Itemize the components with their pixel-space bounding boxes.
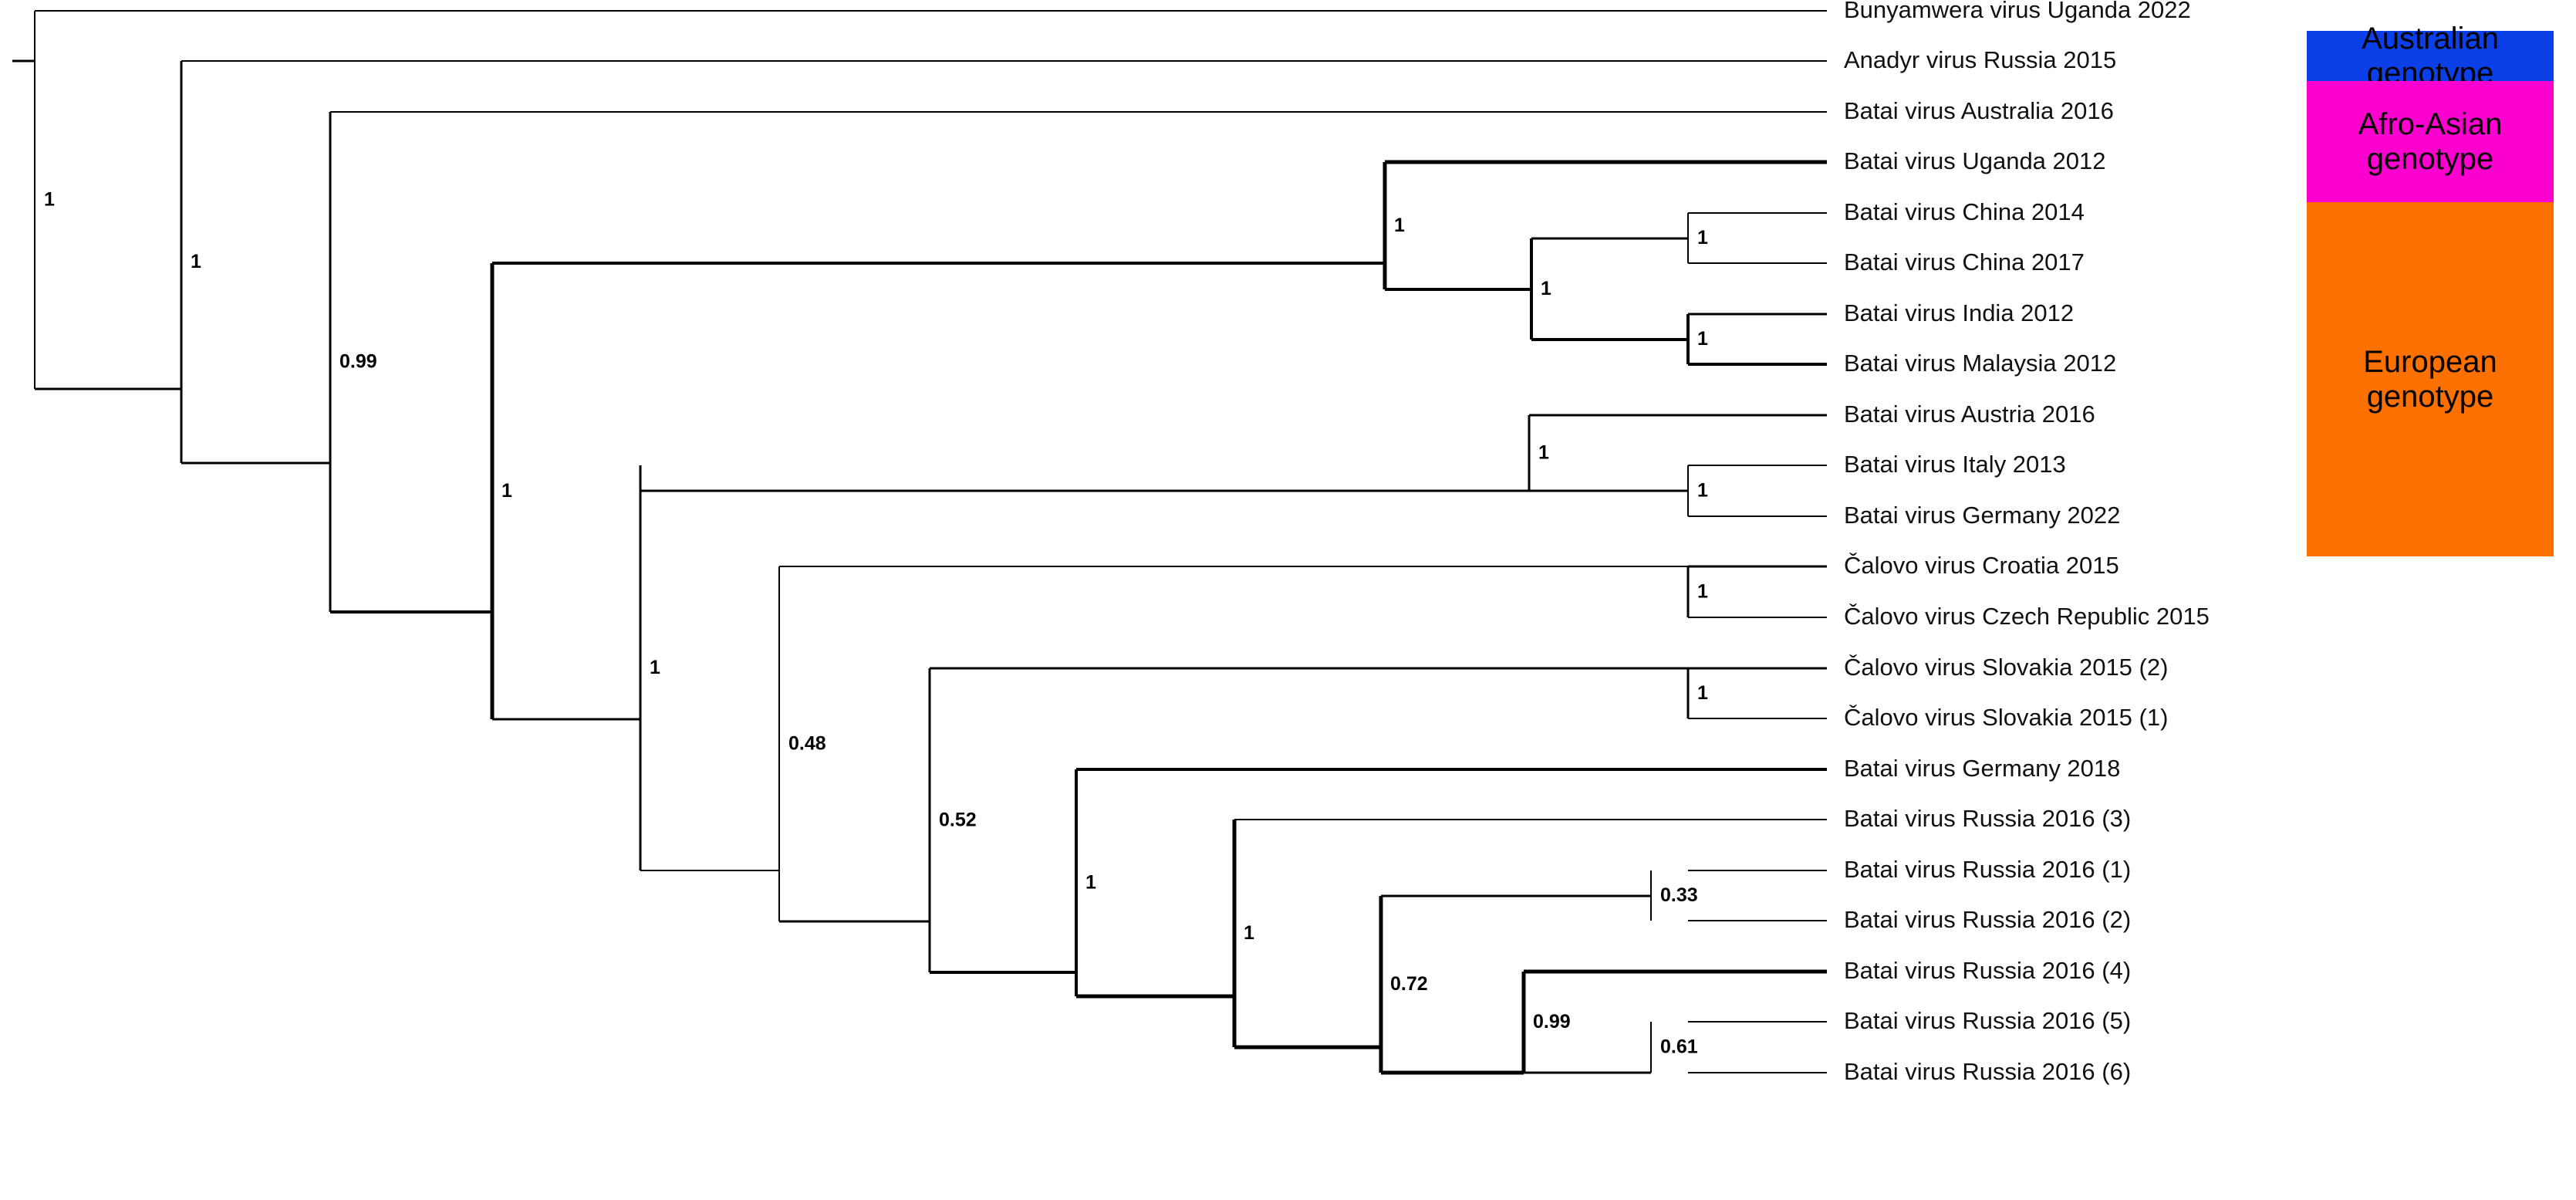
tip-label-t2: Batai virus Australia 2016: [1844, 97, 2114, 124]
tip-label-t9: Batai virus Italy 2013: [1844, 451, 2066, 478]
tip-label-t1: Anadyr virus Russia 2015: [1844, 46, 2116, 73]
tip-label-t21: Batai virus Russia 2016 (6): [1844, 1058, 2131, 1085]
tip-label-t17: Batai virus Russia 2016 (1): [1844, 856, 2131, 883]
tip-label-t8: Batai virus Austria 2016: [1844, 401, 2095, 428]
tip-label-t6: Batai virus India 2012: [1844, 299, 2074, 326]
support-value-n-0.33: 0.33: [1660, 884, 1698, 906]
support-value-n-euro-top: 1: [650, 657, 660, 678]
support-value-n-china-ind: 1: [1541, 278, 1551, 299]
tip-label-t0: Bunyamwera virus Uganda 2022: [1844, 0, 2191, 23]
tip-label-t12: Čalovo virus Czech Republic 2015: [1844, 603, 2210, 630]
tree-branches: [12, 10, 1827, 1075]
tip-label-t20: Batai virus Russia 2016 (5): [1844, 1007, 2131, 1034]
tip-label-t16: Batai virus Russia 2016 (3): [1844, 805, 2131, 832]
support-value-n-0.72: 0.72: [1390, 973, 1428, 995]
support-value-n-0.61: 0.61: [1660, 1036, 1698, 1058]
support-value-n-root: 1: [44, 189, 55, 211]
support-value-n-0.48: 0.48: [788, 733, 826, 755]
support-value-n-austria: 1: [1538, 442, 1549, 464]
support-values: 1 1 0.99 1 1 1 1 1 1 1 1 0.48 1 0.52 1 1 1 0.72 0.33 0.99 0.…: [44, 189, 1708, 1058]
support-value-n-0.52: 0.52: [939, 810, 977, 831]
support-value-n-slovakia: 1: [1697, 682, 1708, 704]
tip-label-t7: Batai virus Malaysia 2012: [1844, 350, 2116, 377]
tip-label-t13: Čalovo virus Slovakia 2015 (2): [1844, 654, 2168, 681]
tip-label-t4: Batai virus China 2014: [1844, 198, 2085, 225]
support-value-n-calovo-cz: 1: [1697, 581, 1708, 603]
tip-label-t14: Čalovo virus Slovakia 2015 (1): [1844, 704, 2168, 731]
tip-label-t11: Čalovo virus Croatia 2015: [1844, 552, 2119, 579]
tip-label-t10: Batai virus Germany 2022: [1844, 502, 2120, 529]
support-value-n-ger-rus: 1: [1085, 872, 1096, 894]
support-value-n-afro-eur: 1: [501, 480, 512, 502]
support-value-n-italy-ger: 1: [1697, 480, 1708, 502]
support-value-n-ind-mal: 1: [1697, 328, 1708, 350]
tip-label-t3: Batai virus Uganda 2012: [1844, 147, 2106, 174]
tip-label-t15: Batai virus Germany 2018: [1844, 755, 2120, 782]
support-value-n-rus-all: 1: [1244, 922, 1254, 944]
tip-label-t19: Batai virus Russia 2016 (4): [1844, 957, 2131, 984]
support-value-n-all-batai: 1: [191, 251, 201, 272]
support-value-n-afroasian: 1: [1394, 215, 1405, 236]
tip-label-t18: Batai virus Russia 2016 (2): [1844, 906, 2131, 933]
tip-label-t5: Batai virus China 2017: [1844, 248, 2085, 275]
support-value-n-0.99: 0.99: [339, 351, 377, 373]
support-value-n-0.99b: 0.99: [1533, 1011, 1571, 1033]
support-value-n-china: 1: [1697, 227, 1708, 248]
